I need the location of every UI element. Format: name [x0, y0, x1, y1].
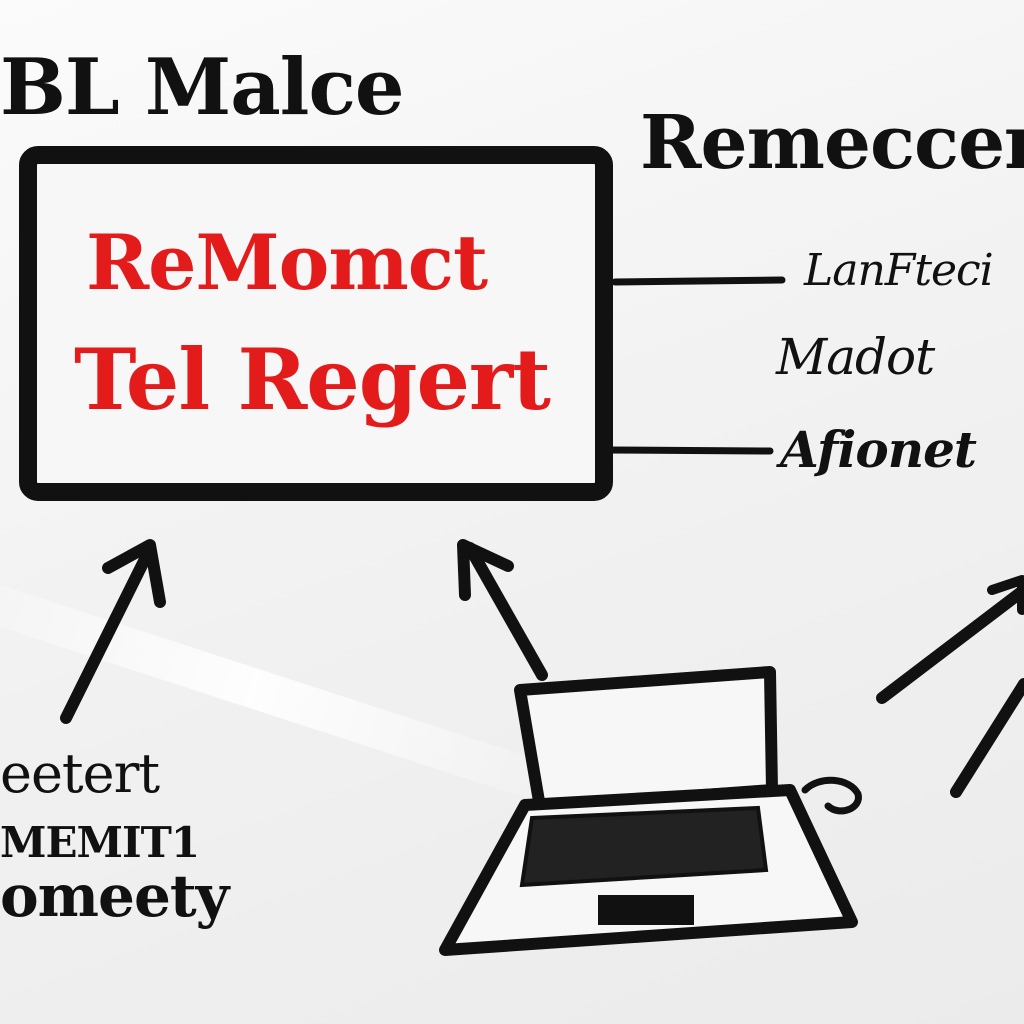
side-label-2: Madot [776, 328, 935, 386]
right-title: Remeccer [640, 100, 1024, 186]
main-box [19, 146, 613, 501]
left-title: BL Malce [0, 42, 405, 133]
bottom-note-line-3: omeety [0, 862, 229, 930]
connector-line-2 [603, 446, 774, 455]
bottom-note-line-2: MEMIT1 [0, 818, 200, 867]
arrow-center-icon [457, 539, 548, 681]
box-text-line-2: Tel Regert [74, 330, 551, 429]
bottom-note-line-1: eetert [0, 742, 160, 805]
laptop-icon [439, 666, 862, 956]
side-label-1: LanFteci [804, 245, 994, 296]
side-label-3: Afionet [780, 420, 977, 479]
arrow-right-icon [876, 575, 1024, 798]
box-text-line-1: ReMomct [86, 218, 488, 307]
connector-line-1 [611, 276, 786, 286]
arrow-left-icon [60, 539, 166, 724]
